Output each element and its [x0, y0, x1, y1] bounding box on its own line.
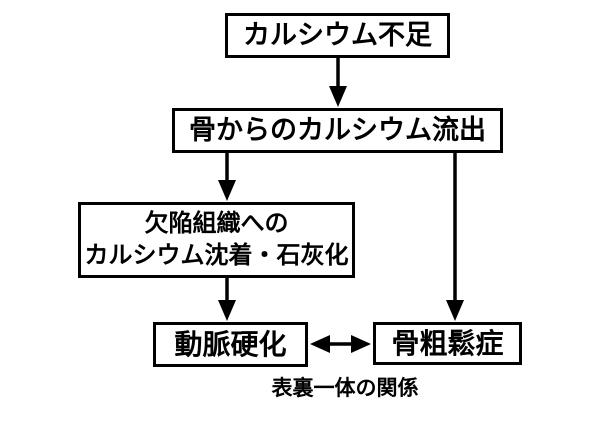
node-defect-deposition-line2: カルシウム沈着・石灰化	[84, 242, 349, 269]
arrow-down-icon-outflow-to-osteoporosis	[446, 152, 464, 321]
node-arteriosclerosis: 動脈硬化	[153, 322, 308, 367]
node-defect-deposition: 欠陥組織への カルシウム沈着・石灰化	[78, 202, 355, 278]
arrow-down-icon-deposition-to-arteriosclerosis	[218, 277, 236, 321]
node-calcium-deficiency: カルシウム不足	[225, 13, 450, 58]
caption-omote-ura-relationship: 表裏一体の関係	[271, 377, 419, 400]
double-arrow-icon-arteriosclerosis-osteoporosis	[310, 335, 371, 353]
node-calcium-outflow: 骨からのカルシウム流出	[172, 108, 503, 153]
arrow-down-icon-outflow-to-deposition	[218, 152, 236, 201]
arrow-down-icon-deficiency-to-outflow	[329, 57, 347, 107]
node-osteoporosis: 骨粗鬆症	[373, 322, 522, 365]
node-defect-deposition-line1: 欠陥組織への	[144, 209, 289, 237]
